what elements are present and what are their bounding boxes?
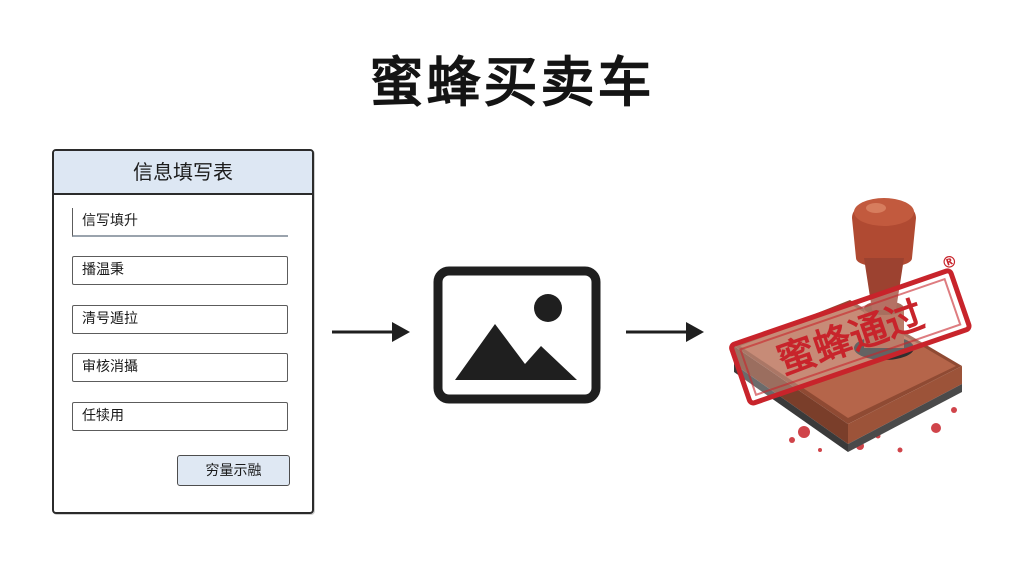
submit-button[interactable]: 穷量示融 bbox=[177, 455, 290, 486]
form-field-3[interactable]: 清号遁拉 bbox=[72, 305, 288, 334]
info-form: 信息填写表 信写填升 播温秉 清号遁拉 审核消攝 任犊用 穷量示融 bbox=[52, 149, 314, 514]
right-arrow-icon bbox=[626, 322, 704, 342]
stamp-impression: 蜜蜂通过 ® bbox=[729, 251, 972, 406]
form-field-4[interactable]: 审核消攝 bbox=[72, 353, 288, 382]
form-header: 信息填写表 bbox=[54, 151, 312, 195]
stamp-handle bbox=[852, 198, 916, 310]
registered-mark: ® bbox=[939, 251, 960, 274]
form-field-2[interactable]: 播温秉 bbox=[72, 256, 288, 285]
right-arrow-icon bbox=[332, 322, 410, 342]
form-field-1[interactable]: 信写填升 bbox=[72, 208, 288, 237]
form-field-5[interactable]: 任犊用 bbox=[72, 402, 288, 431]
stamp-icon: 蜜蜂通过 ® bbox=[729, 198, 972, 453]
page-title: 蜜蜂买卖车 bbox=[369, 51, 655, 114]
image-placeholder-icon bbox=[433, 266, 601, 404]
